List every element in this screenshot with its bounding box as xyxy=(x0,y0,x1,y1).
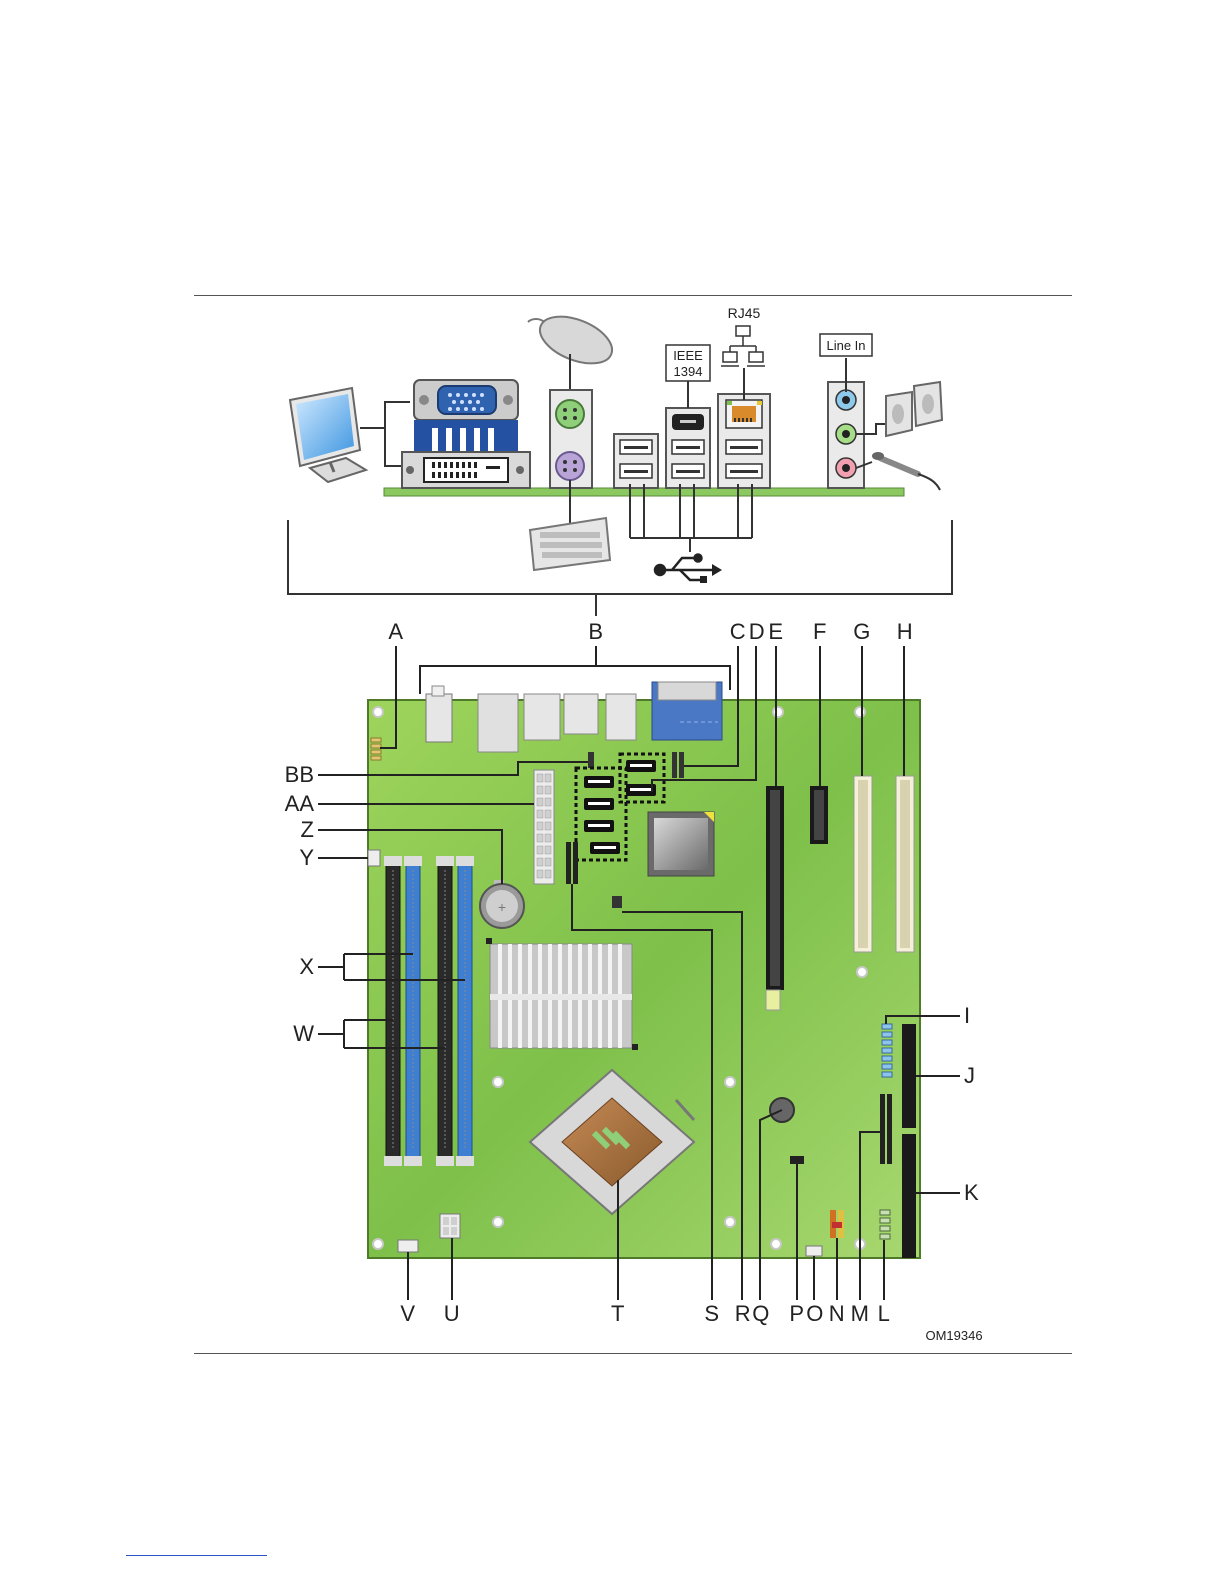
svg-text:+: + xyxy=(498,899,506,915)
footer-link-underline[interactable] xyxy=(126,1555,267,1556)
label-m: M xyxy=(851,1301,870,1327)
label-bb: BB xyxy=(285,762,314,788)
label-i: I xyxy=(964,1003,970,1029)
speakers-icon xyxy=(856,382,942,436)
pcie-x16-slot xyxy=(766,786,784,1010)
jumper-p xyxy=(790,1156,804,1164)
video-connectors xyxy=(402,380,530,488)
microphone-icon xyxy=(856,452,940,490)
label-n: N xyxy=(829,1301,845,1327)
chipset xyxy=(648,812,714,876)
ieee1394-callout-line1: IEEE xyxy=(673,348,703,363)
label-s: S xyxy=(704,1301,719,1327)
usb-icon xyxy=(655,555,722,584)
motherboard: + xyxy=(368,682,920,1258)
label-k: K xyxy=(964,1180,979,1206)
pcie-x1-slot xyxy=(810,786,828,844)
monitor-icon xyxy=(290,388,366,482)
fan-header-y xyxy=(368,850,380,866)
label-y: Y xyxy=(299,845,314,871)
label-aa: AA xyxy=(285,791,314,817)
usb-ports-1 xyxy=(614,434,658,488)
label-d: D xyxy=(749,619,765,645)
jumper-bb xyxy=(588,752,594,768)
rj45-usb-ports xyxy=(718,394,770,488)
label-f: F xyxy=(813,619,827,645)
label-j: J xyxy=(964,1063,975,1089)
label-p: P xyxy=(789,1301,804,1327)
label-r: R xyxy=(735,1301,751,1327)
label-g: G xyxy=(853,619,871,645)
heatsink xyxy=(486,938,638,1050)
label-c: C xyxy=(730,619,746,645)
label-l: L xyxy=(878,1301,891,1327)
label-e: E xyxy=(768,619,783,645)
fan-header-v xyxy=(398,1240,418,1252)
ps2-ports xyxy=(550,390,592,488)
line-in-callout: Line In xyxy=(826,338,865,353)
label-z: Z xyxy=(301,817,314,843)
back-panel-bracket xyxy=(288,520,952,594)
rj45-callout: RJ45 xyxy=(728,305,761,321)
component-r xyxy=(612,896,622,908)
mouse-icon xyxy=(528,307,619,398)
ieee1394-callout-line2: 1394 xyxy=(674,364,703,379)
header-i xyxy=(882,1024,892,1077)
figure-id: OM19346 xyxy=(925,1328,982,1343)
label-w: W xyxy=(293,1021,314,1047)
label-h: H xyxy=(897,619,913,645)
label-o: O xyxy=(806,1301,824,1327)
label-v: V xyxy=(400,1301,415,1327)
label-u: U xyxy=(444,1301,460,1327)
power-connector-u xyxy=(440,1214,460,1238)
ieee1394-usb-ports xyxy=(666,408,710,488)
label-x: X xyxy=(299,954,314,980)
network-icon xyxy=(721,326,765,366)
connector-k xyxy=(902,1134,916,1258)
label-t: T xyxy=(611,1301,625,1327)
atx-power-connector xyxy=(534,770,554,884)
fan-header-o xyxy=(806,1246,822,1256)
keyboard-icon xyxy=(530,518,610,570)
label-q: Q xyxy=(752,1301,770,1327)
label-b: B xyxy=(588,619,603,645)
connector-j xyxy=(902,1024,916,1128)
label-a: A xyxy=(388,619,403,645)
back-panel-illustration: IEEE 1394 RJ45 xyxy=(288,305,952,616)
